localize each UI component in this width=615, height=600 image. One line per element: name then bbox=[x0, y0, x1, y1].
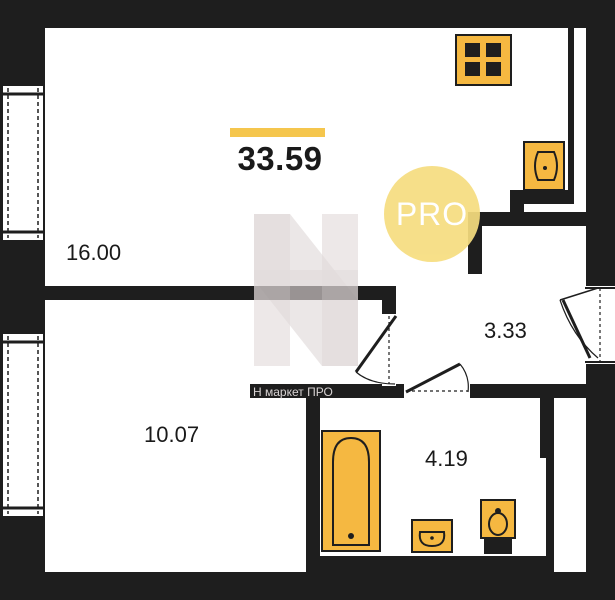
total-area-accent-bar bbox=[230, 128, 325, 137]
kitchen-sink-icon bbox=[523, 141, 565, 191]
watermark-text: Н маркет ПРО bbox=[253, 385, 333, 399]
washbasin-icon bbox=[411, 519, 453, 553]
window-upper bbox=[3, 86, 43, 240]
total-area: 33.59 bbox=[237, 140, 323, 177]
pro-badge: PRO bbox=[384, 166, 480, 262]
bedroom-area: 10.07 bbox=[144, 422, 200, 447]
bathtub-icon bbox=[321, 430, 381, 552]
watermark-logo bbox=[254, 214, 358, 366]
stove-icon bbox=[455, 34, 512, 86]
interior-walls bbox=[45, 28, 586, 572]
bathroom-door bbox=[404, 362, 470, 398]
bedroom-door bbox=[354, 314, 398, 386]
hallway-area: 3.33 bbox=[484, 318, 527, 343]
pro-badge-label: PRO bbox=[395, 195, 469, 232]
living-room-area: 16.00 bbox=[66, 240, 122, 265]
entrance-door bbox=[559, 286, 615, 364]
window-lower bbox=[3, 334, 43, 516]
bathroom-area: 4.19 bbox=[425, 446, 468, 471]
toilet-icon bbox=[480, 499, 516, 554]
